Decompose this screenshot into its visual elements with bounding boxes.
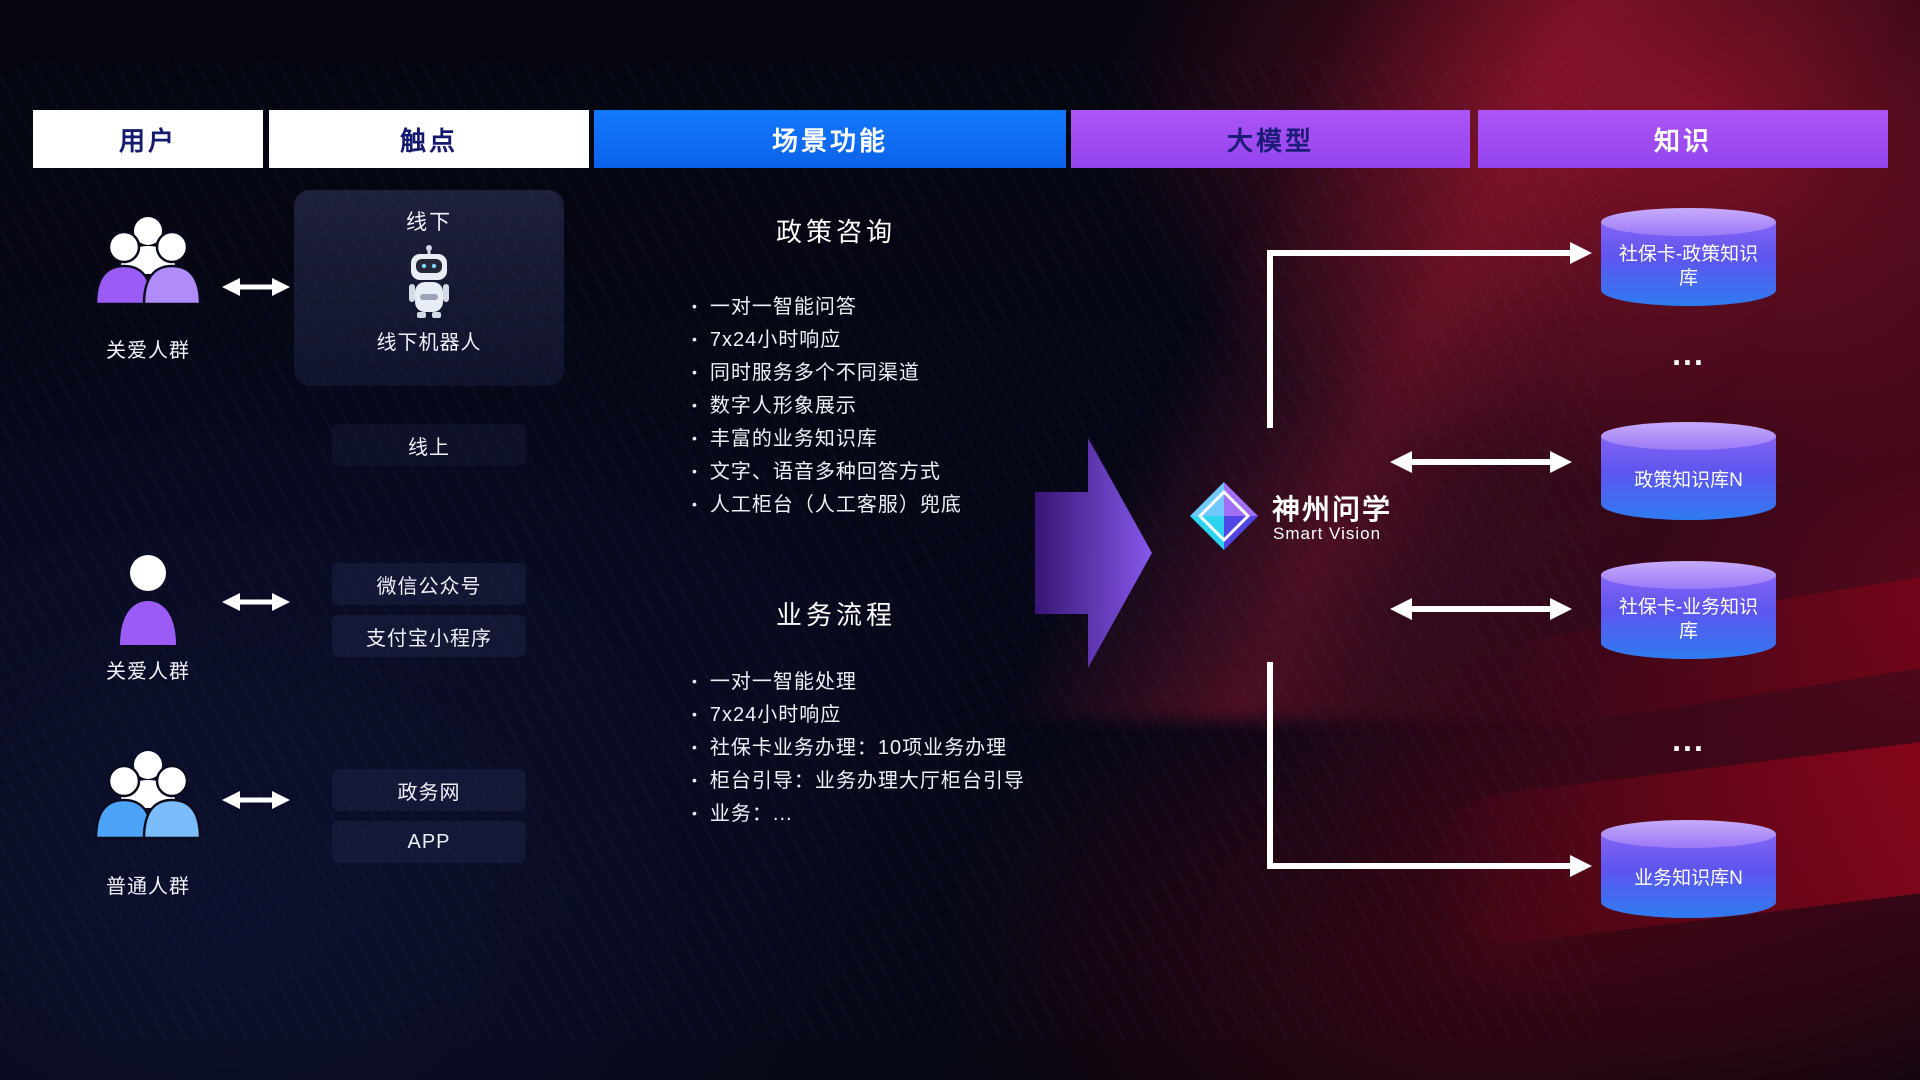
bullet-item: 文字、语音多种回答方式: [692, 455, 962, 488]
bullet-item: 社保卡业务办理：10项业务办理: [692, 731, 1025, 764]
kb-cylinder-label: 社保卡-业务知识库: [1601, 575, 1776, 659]
kb-cylinder-business-n: 业务知识库N: [1601, 820, 1776, 920]
offline-robot-label: 线下机器人: [376, 332, 482, 354]
model-name: 神州问学: [1272, 494, 1393, 525]
model-subtitle: Smart Vision: [1273, 524, 1382, 543]
touchpoint-alipay: 支付宝小程序: [332, 615, 526, 657]
bullet-item: 一对一智能问答: [692, 290, 962, 323]
bullet-item: 同时服务多个不同渠道: [692, 356, 962, 389]
user-touch-arrow-2: [222, 593, 290, 611]
kb-cylinder-label: 社保卡-政策知识库: [1601, 222, 1776, 306]
user-group-blue-icon: [88, 748, 208, 845]
user-label-care-group-1: 关爱人群: [106, 340, 190, 362]
kb-cylinder-top: [1601, 820, 1776, 848]
column-header-users: 用户: [33, 110, 263, 168]
bullet-item: 业务：...: [692, 797, 1025, 830]
kb-cylinder-policy-n: 政策知识库N: [1601, 422, 1776, 522]
offline-title: 线下: [406, 211, 452, 234]
model-logo: 神州问学 Smart Vision: [1188, 480, 1448, 560]
kb-cylinder-top: [1601, 561, 1776, 589]
bullet-item: 丰富的业务知识库: [692, 422, 962, 455]
column-header-model: 大模型: [1071, 110, 1470, 168]
scene-title-business: 业务流程: [775, 600, 896, 630]
model-to-kb1-arrow: [1267, 242, 1592, 428]
bullet-item: 人工柜台（人工客服）兜底: [692, 488, 962, 521]
kb-ellipsis-2: ...: [1672, 722, 1705, 758]
kb-cylinder-top: [1601, 208, 1776, 236]
kb-cylinder-business-shebao: 社保卡-业务知识库: [1601, 561, 1776, 661]
bullet-list-business: 一对一智能处理 7x24小时响应 社保卡业务办理：10项业务办理 柜台引导：业务…: [692, 665, 1025, 830]
user-group-purple-icon: [88, 214, 208, 311]
column-header-scenes: 场景功能: [594, 110, 1066, 168]
model-to-kb4-arrow: [1267, 662, 1592, 877]
kb-cylinder-top: [1601, 422, 1776, 450]
model-diamond-icon: [1190, 482, 1258, 550]
online-title: 线上: [332, 424, 526, 466]
robot-icon: [403, 242, 455, 325]
user-single-purple-icon: [116, 551, 180, 652]
bullet-item: 一对一智能处理: [692, 665, 1025, 698]
scene-title-policy: 政策咨询: [775, 217, 896, 247]
offline-touchpoint-panel: 线下 线下机器人: [294, 190, 564, 386]
model-kb3-double-arrow: [1390, 598, 1572, 620]
touchpoint-app: APP: [332, 821, 526, 863]
bullet-list-policy: 一对一智能问答 7x24小时响应 同时服务多个不同渠道 数字人形象展示 丰富的业…: [692, 290, 962, 521]
bullet-item: 7x24小时响应: [692, 323, 962, 356]
bullet-item: 数字人形象展示: [692, 389, 962, 422]
kb-ellipsis-1: ...: [1672, 336, 1705, 372]
kb-cylinder-policy-shebao: 社保卡-政策知识库: [1601, 208, 1776, 308]
bullet-item: 柜台引导：业务办理大厅柜台引导: [692, 764, 1025, 797]
scene-to-model-arrow: [1035, 438, 1152, 668]
user-touch-arrow-1: [222, 278, 290, 296]
touchpoint-wechat: 微信公众号: [332, 563, 526, 605]
user-label-care-group-2: 关爱人群: [106, 661, 190, 683]
column-header-touchpoints: 触点: [269, 110, 589, 168]
touchpoint-gov-web: 政务网: [332, 769, 526, 811]
user-touch-arrow-3: [222, 791, 290, 809]
user-label-general-group: 普通人群: [106, 876, 190, 898]
kb-cylinder-label: 政策知识库N: [1601, 436, 1776, 520]
column-header-knowledge: 知识: [1478, 110, 1888, 168]
model-kb2-double-arrow: [1390, 451, 1572, 473]
kb-cylinder-label: 业务知识库N: [1601, 834, 1776, 918]
bullet-item: 7x24小时响应: [692, 698, 1025, 731]
